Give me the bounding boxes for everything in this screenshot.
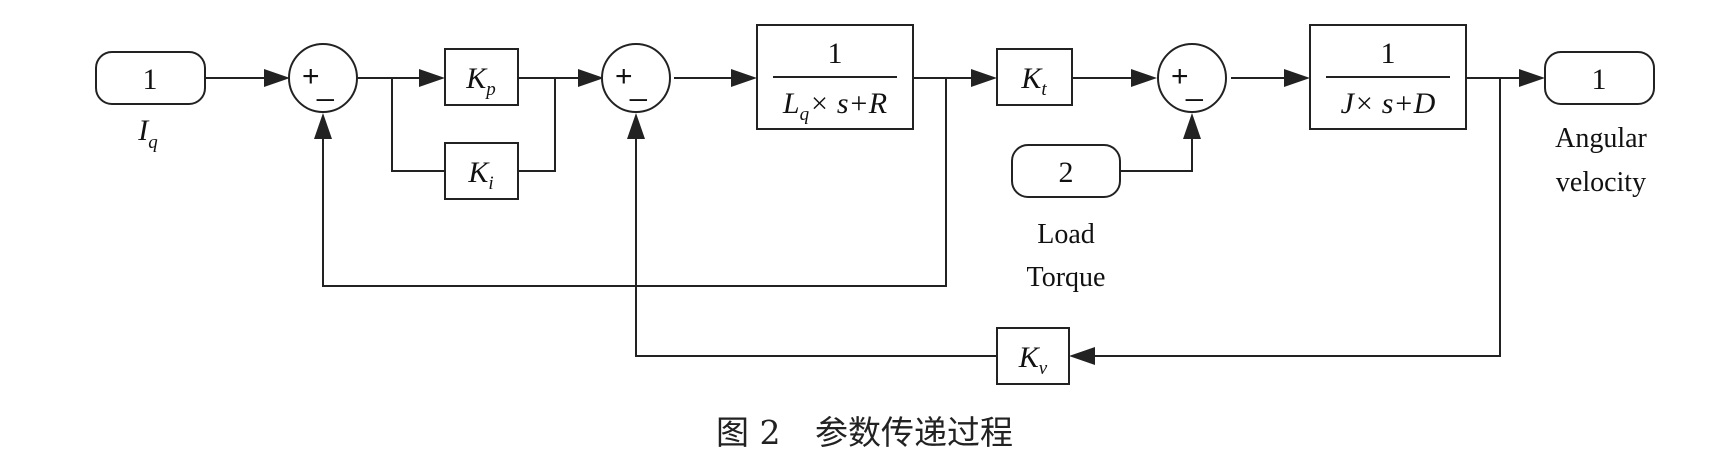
wire-velocity-feedback — [1093, 78, 1501, 357]
wire-in2-sum3 — [1120, 132, 1193, 172]
inport-2: 2 — [1011, 144, 1121, 198]
sum-block-3: + _ — [1157, 43, 1227, 113]
arrow-load-sum3 — [1183, 113, 1201, 139]
figure-number: 图 2 — [716, 413, 781, 452]
wire-kv-sum2 — [635, 132, 997, 357]
sum-2-minus: _ — [629, 69, 648, 102]
inport-1-caption: Iq — [137, 114, 158, 153]
arrow-into-kp — [419, 69, 445, 87]
kp-main: K — [465, 62, 488, 95]
sum-block-1: + _ — [288, 43, 358, 113]
svg-text:Kp: Kp — [465, 62, 496, 100]
outport-1: 1 — [1544, 51, 1655, 105]
sum-1-minus: _ — [316, 69, 335, 102]
gain-kp: Kp — [444, 48, 519, 106]
inport-1: 1 — [95, 51, 206, 105]
kt-sub: t — [1041, 79, 1047, 100]
gain-kv: Kv — [996, 327, 1070, 385]
sum-2-plus: + — [615, 60, 633, 93]
outport-1-label: 1 — [1592, 63, 1607, 96]
wire-branch-ki — [391, 78, 445, 172]
sum-3-plus: + — [1171, 60, 1189, 93]
sum-block-2: + _ — [601, 43, 671, 113]
arrow-into-out1 — [1519, 69, 1545, 87]
mech-tf-denominator: J× s+D — [1341, 87, 1436, 120]
kp-sub: p — [484, 79, 496, 100]
current-tf-denominator: Lq× s+R — [782, 87, 887, 125]
signal-wires — [205, 77, 1522, 357]
svg-text:Kt: Kt — [1020, 62, 1047, 100]
figure-caption: 图 2 参数传递过程 — [716, 413, 1013, 452]
inport-2-caption-line2: Torque — [1027, 262, 1106, 293]
mech-tf-numerator: 1 — [1381, 37, 1396, 70]
arrow-feedback-sum2 — [627, 113, 645, 139]
kv-sub: v — [1039, 358, 1048, 379]
gain-kt: Kt — [996, 48, 1073, 106]
outport-1-caption-line2: velocity — [1556, 167, 1646, 198]
wire-ki-merge — [518, 78, 556, 172]
arrow-feedback-sum1 — [314, 113, 332, 139]
ki-main: K — [467, 156, 490, 189]
current-transfer-function: 1 Lq× s+R — [756, 24, 914, 130]
arrowheads — [264, 69, 1545, 365]
svg-text:Ki: Ki — [467, 156, 493, 194]
figure-title: 参数传递过程 — [815, 413, 1013, 452]
kt-main: K — [1020, 62, 1043, 95]
arrow-into-kv — [1069, 347, 1095, 365]
sum-3-minus: _ — [1185, 69, 1204, 102]
inport-2-caption-line1: Load — [1037, 219, 1095, 250]
arrow-into-sum1 — [264, 69, 290, 87]
arrow-into-sum3 — [1131, 69, 1157, 87]
mechanical-transfer-function: 1 J× s+D — [1309, 24, 1467, 130]
arrow-into-current-tf — [731, 69, 757, 87]
inport-1-label: 1 — [143, 63, 158, 96]
current-tf-numerator: 1 — [828, 37, 843, 70]
wire-current-feedback — [322, 78, 947, 287]
svg-text:Kv: Kv — [1018, 341, 1048, 379]
arrow-into-mech-tf — [1284, 69, 1310, 87]
outport-1-caption-line1: Angular — [1555, 123, 1647, 154]
kv-main: K — [1018, 341, 1041, 374]
arrow-into-kt — [971, 69, 997, 87]
arrow-into-sum2 — [578, 69, 604, 87]
sum-1-plus: + — [302, 60, 320, 93]
ki-sub: i — [488, 173, 493, 194]
gain-ki: Ki — [444, 142, 519, 200]
inport-2-label: 2 — [1059, 156, 1074, 189]
